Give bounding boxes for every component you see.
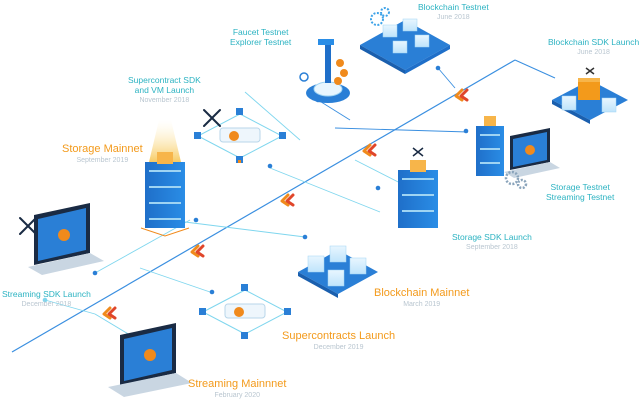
milestone-title-line2: Explorer Testnet [230,36,292,47]
blockchain-cubes-icon [298,245,378,298]
label-blockchain-mainnet: Blockchain Mainnet March 2019 [374,287,469,309]
milestone-title-line1: Storage Testnet [550,182,610,192]
label-storage-mainnet: Storage Mainnet September 2019 [62,143,143,165]
milestone-title-line1: Supercontract SDK [128,75,201,85]
contract-scroll-icon [199,284,291,339]
label-supercontracts-launch: Supercontracts Launch December 2019 [282,330,395,352]
label-streaming-mainnet: Streaming Mainnnet February 2020 [188,378,286,400]
label-faucet-explorer: Faucet Testnet Explorer Testnet [230,27,292,48]
milestone-date: November 2018 [139,96,190,104]
server-stack-icon [476,116,504,176]
milestone-date: December 2018 [21,300,72,308]
blockchain-cubes-icon [552,67,628,124]
label-blockchain-sdk: Blockchain SDK Launch June 2018 [548,37,640,57]
server-stack-icon [398,147,438,228]
milestone-title: Streaming Mainnnet [188,378,287,390]
blockchain-cubes-icon [360,7,450,74]
milestone-title: Storage SDK Launch [452,232,532,242]
milestone-title: Blockchain Testnet [418,2,489,12]
label-supercontract-sdk: Supercontract SDK and VM Launch November… [128,75,201,105]
tools-icon [19,217,37,235]
milestone-date: March 2019 [403,300,441,308]
laptop-play-icon [108,323,192,397]
milestone-date: June 2018 [577,48,610,56]
milestone-title-line2: and VM Launch [134,84,195,95]
server-stack-icon [140,120,190,237]
milestone-title: Streaming SDK Launch [2,289,91,299]
chevron-arrow-icon [102,88,469,320]
roadmap-road [11,59,556,353]
label-streaming-sdk: Streaming SDK Launch December 2018 [2,289,91,309]
label-blockchain-testnet: Blockchain Testnet June 2018 [418,2,489,22]
milestone-date: June 2018 [437,13,470,21]
gears-icon [504,170,528,190]
milestone-title: Supercontracts Launch [282,330,396,342]
label-storage-streaming-testnet: Storage Testnet Streaming Testnet [546,182,615,203]
faucet-icon [299,39,350,103]
milestone-title: Blockchain Mainnet [374,287,470,299]
milestone-title: Storage Mainnet [62,143,143,155]
milestone-title: Blockchain SDK Launch [548,37,640,47]
milestone-date: September 2018 [466,243,518,251]
milestone-title-line1: Faucet Testnet [232,27,289,37]
milestone-date: February 2020 [214,391,260,399]
laptop-play-icon [28,203,104,275]
label-storage-sdk: Storage SDK Launch September 2018 [452,232,532,252]
milestone-title-line2: Streaming Testnet [546,191,615,202]
tools-icon [203,109,221,127]
milestone-date: September 2019 [76,156,129,164]
milestone-date: December 2019 [313,343,364,351]
laptop-play-icon [504,128,560,178]
